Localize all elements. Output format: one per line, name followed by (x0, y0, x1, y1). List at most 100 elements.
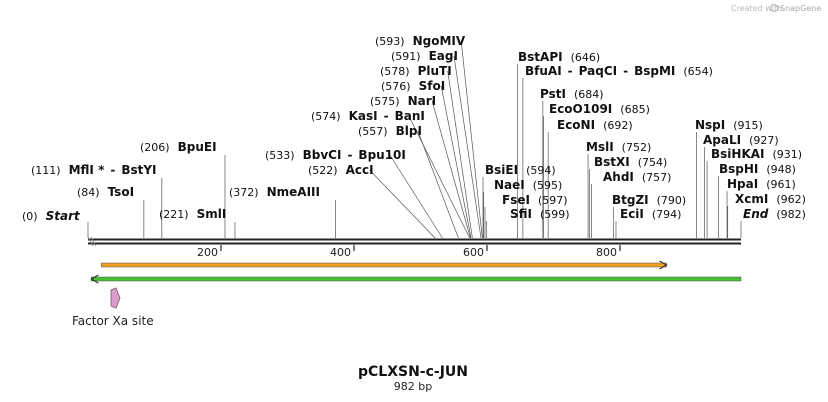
enzyme-name: BspMI (634, 64, 675, 78)
site-label: BsiHKAI (931) (711, 147, 802, 161)
site-label: (557) BlpI (358, 124, 422, 138)
site-position: (533) (265, 149, 295, 162)
enzyme-name: NarI (408, 94, 437, 108)
site-label: (221)SmlI (159, 207, 226, 221)
site-connector (369, 169, 436, 239)
site-label: NspI(915) (695, 118, 763, 132)
site-connector (460, 40, 483, 239)
site-position: (684) (574, 88, 604, 101)
site-label: EciI(794) (620, 207, 681, 221)
top-strand (88, 238, 741, 241)
site-position: (597) (538, 194, 568, 207)
site-position: (594) (526, 164, 556, 177)
enzyme-name: AccI (346, 163, 374, 177)
orange-arrow (101, 260, 668, 270)
site-label: NaeI (595) (494, 178, 562, 192)
site-position: (927) (749, 134, 779, 147)
site-position: (948) (766, 163, 796, 176)
svg-text:(574)KasI-BanI: (574)KasI-BanI (311, 109, 425, 123)
site-position: (575) (370, 95, 400, 108)
site-label: (576)SfoI (381, 79, 445, 93)
enzyme-name: BtgZI (612, 193, 649, 207)
site-position: (931) (773, 148, 803, 161)
site-label: SfiI (599) (510, 207, 570, 221)
enzyme-name: End (743, 207, 769, 221)
site-position: (599) (540, 208, 570, 221)
site-position: (794) (652, 208, 682, 221)
svg-text:(221)SmlI: (221)SmlI (159, 207, 226, 221)
enzyme-name: Start (46, 209, 81, 223)
site-connector (447, 70, 473, 239)
factor-xa-site: Factor Xa site (72, 287, 154, 328)
site-connector (440, 85, 472, 239)
enzyme-name: NgoMIV (413, 34, 466, 48)
site-label: (591)EagI (391, 49, 458, 63)
site-position: (206) (140, 141, 170, 154)
svg-text:NspI(915): NspI(915) (695, 118, 763, 132)
site-position: (0) (22, 210, 38, 223)
site-label: End(982) (743, 207, 806, 221)
svg-text:BfuAI-PaqCI-BspMI(654): BfuAI-PaqCI-BspMI(654) (525, 64, 713, 78)
enzyme-name: BstYI (121, 163, 156, 177)
site-label: BstXI(754) (594, 155, 667, 169)
site-position: (593) (375, 35, 405, 48)
site-label: (575) NarI (370, 94, 436, 108)
svg-text:BstXI(754): BstXI(754) (594, 155, 667, 169)
site-position: (84) (77, 186, 100, 199)
green-arrow (90, 274, 742, 284)
site-position: (595) (533, 179, 563, 192)
svg-text:FseI(597): FseI(597) (502, 193, 568, 207)
svg-text:(576)SfoI: (576)SfoI (381, 79, 445, 93)
site-label: ApaLI(927) (703, 133, 779, 147)
enzyme-name: EcoO109I (549, 102, 612, 116)
site-label: BstAPI(646) (518, 50, 600, 64)
enzyme-name: PluTI (418, 64, 452, 78)
site-position: (961) (766, 178, 796, 191)
svg-text:HpaI(961): HpaI (961) (727, 177, 796, 191)
enzyme-name: NaeI (494, 178, 525, 192)
credit-text: Created with (731, 4, 782, 13)
site-position: (757) (642, 171, 672, 184)
svg-text:MslI(752): MslI(752) (586, 140, 651, 154)
dna-backbone (87, 236, 741, 247)
svg-text:(0)Start: (0) Start (22, 209, 81, 223)
feature-bar (91, 276, 742, 282)
enzyme-name: SfiI (510, 207, 532, 221)
svg-text:NaeI(595): NaeI (595) (494, 178, 562, 192)
enzyme-name: NspI (695, 118, 725, 132)
site-label: BfuAI-PaqCI-BspMI(654) (525, 64, 713, 78)
site-connector (453, 55, 482, 239)
enzyme-name: BsiHKAI (711, 147, 765, 161)
enzyme-name: EcoNI (557, 118, 595, 132)
site-label: (84)TsoI (77, 185, 134, 199)
ruler-label: 600 (463, 246, 484, 259)
site-position: (557) (358, 125, 388, 138)
enzyme-name: BsiEI (485, 163, 518, 177)
site-label: FseI(597) (502, 193, 568, 207)
map-title: pCLXSN-c-JUN (358, 364, 468, 380)
site-connectors (87, 40, 742, 239)
ruler-label: 200 (197, 246, 218, 259)
enzyme-name: MflI * (69, 163, 105, 177)
snapgene-logo-icon (770, 4, 778, 12)
ruler-label: 800 (596, 246, 617, 259)
enzyme-name: HpaI (727, 177, 758, 191)
enzyme-name: BpuEI (178, 140, 217, 154)
svg-text:EcoO109I(685): EcoO109I (685) (549, 102, 650, 116)
enzyme-name: BlpI (396, 124, 422, 138)
site-label: (111)MflI *-BstYI (31, 163, 157, 177)
enzyme-name: BspHI (719, 162, 758, 176)
factor-xa-label: Factor Xa site (72, 314, 154, 328)
svg-text:(206)BpuEI: (206) BpuEI (140, 140, 217, 154)
enzyme-labels: (0) Start (84)TsoI (111)MflI *-BstYI (206) Bp… (22, 34, 806, 223)
site-position: (574) (311, 110, 341, 123)
site-label: EcoO109I (685) (549, 102, 650, 116)
enzyme-name: BfuAI (525, 64, 562, 78)
site-position: (578) (380, 65, 410, 78)
site-label: (533)BbvCI-Bpu10I (265, 148, 406, 162)
svg-text:BsiEI(594): BsiEI (594) (485, 163, 556, 177)
enzyme-name: MslI (586, 140, 614, 154)
site-position: (685) (620, 103, 650, 116)
site-label: AhdI(757) (603, 170, 671, 184)
